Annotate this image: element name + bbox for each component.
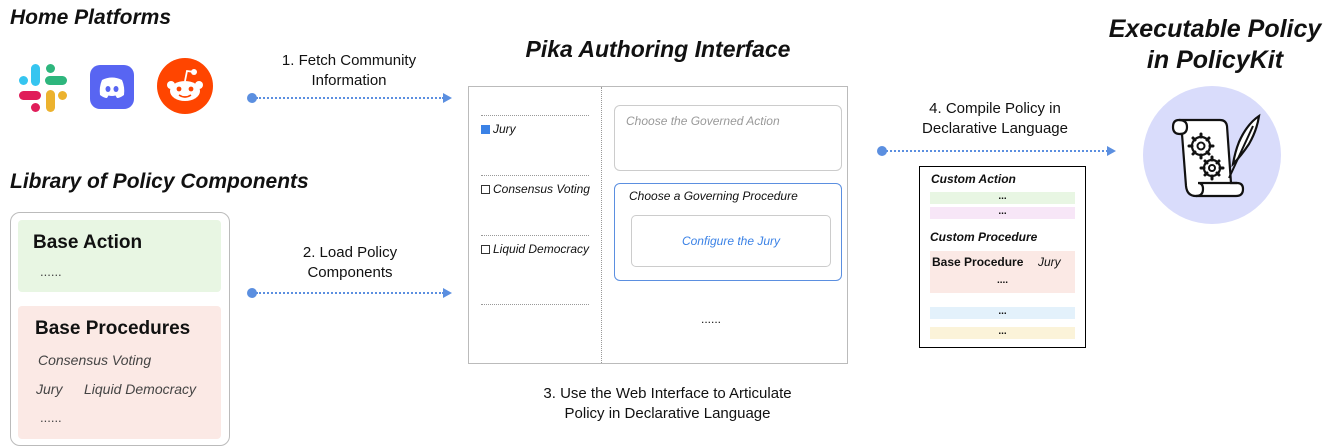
base-action-title: Base Action <box>33 232 143 253</box>
option-separator <box>481 175 589 176</box>
output-title-line1: Executable Policy <box>1108 15 1322 43</box>
step1-label: 1. Fetch Community Information <box>268 51 430 91</box>
option-consensus-label[interactable]: Consensus Voting <box>493 182 590 196</box>
step3-line1: 3. Use the Web Interface to Articulate <box>543 385 792 402</box>
step3-label: 3. Use the Web Interface to Articulate P… <box>500 384 835 424</box>
interface-divider <box>601 87 602 363</box>
action-line: ... <box>930 207 1075 219</box>
step2-line2: Components <box>307 264 393 281</box>
step4-arrow <box>886 150 1108 152</box>
option-liquid-label[interactable]: Liquid Democracy <box>493 242 590 256</box>
extra-line: ... <box>930 307 1075 319</box>
option-consensus-checkbox[interactable] <box>481 185 490 194</box>
base-procedure-block: Base Procedure Jury .... <box>930 251 1075 293</box>
step4-line2: Declarative Language <box>922 120 1068 137</box>
step4-arrow-start <box>877 146 887 156</box>
action-line: ... <box>930 192 1075 204</box>
procedure-liquid-democracy: Liquid Democracy <box>84 381 197 397</box>
base-procedure-label: Base Procedure <box>932 255 1024 269</box>
procedures-more: ...... <box>40 410 62 425</box>
interface-title: Pika Authoring Interface <box>525 36 791 62</box>
procedure-consensus-voting: Consensus Voting <box>38 352 152 368</box>
scroll-gear-quill-icon <box>1171 113 1261 198</box>
output-title: Executable Policy in PolicyKit <box>1105 14 1325 76</box>
governed-action-field[interactable]: Choose the Governed Action <box>614 105 842 171</box>
custom-procedure-title: Custom Procedure <box>930 230 1038 244</box>
authoring-interface: Jury Consensus Voting Liquid Democracy C… <box>468 86 848 364</box>
governing-procedure-title: Choose a Governing Procedure <box>629 189 798 203</box>
base-action-card: Base Action ...... <box>18 220 221 292</box>
interface-more: ...... <box>701 312 722 326</box>
step2-arrow-start <box>247 288 257 298</box>
option-separator <box>481 304 589 305</box>
step1-arrow <box>256 97 444 99</box>
step1-line2: Information <box>311 72 387 89</box>
option-separator <box>481 235 589 236</box>
step1-arrowhead <box>443 93 452 103</box>
base-procedures-card: Base Procedures Consensus Voting Jury Li… <box>18 306 221 439</box>
step2-arrow <box>256 292 444 294</box>
reddit-icon <box>157 58 213 114</box>
custom-action-title: Custom Action <box>931 172 1016 186</box>
option-separator <box>481 115 589 116</box>
step1-line1: 1. Fetch Community <box>281 52 417 69</box>
step2-label: 2. Load Policy Components <box>290 243 410 283</box>
procedure-jury: Jury <box>36 381 63 397</box>
base-procedures-title: Base Procedures <box>35 318 191 339</box>
slack-icon <box>17 62 69 114</box>
home-platforms-title: Home Platforms <box>10 6 172 29</box>
step4-label: 4. Compile Policy in Declarative Languag… <box>905 99 1085 139</box>
step4-arrowhead <box>1107 146 1116 156</box>
compiled-policy-document: Custom Action ... ... Custom Procedure B… <box>919 166 1086 348</box>
configure-jury-button[interactable]: Configure the Jury <box>631 215 831 267</box>
step2-arrowhead <box>443 288 452 298</box>
library-box: Base Action ...... Base Procedures Conse… <box>10 212 230 446</box>
step3-line2: Policy in Declarative Language <box>564 405 771 422</box>
procedure-line: .... <box>996 275 1009 286</box>
library-title: Library of Policy Components <box>10 170 309 193</box>
step4-line1: 4. Compile Policy in <box>929 100 1061 117</box>
discord-icon <box>90 65 134 109</box>
step2-line1: 2. Load Policy <box>302 244 398 261</box>
option-jury-checkbox[interactable] <box>481 125 490 134</box>
governing-procedure-panel: Choose a Governing Procedure Configure t… <box>614 183 842 281</box>
step1-arrow-start <box>247 93 257 103</box>
configure-jury-label: Configure the Jury <box>681 234 781 248</box>
governed-action-placeholder: Choose the Governed Action <box>626 114 780 128</box>
option-jury-label[interactable]: Jury <box>493 122 516 136</box>
output-title-line2: in PolicyKit <box>1146 46 1284 74</box>
base-procedure-value: Jury <box>1038 255 1061 269</box>
extra-line: ... <box>930 327 1075 339</box>
policykit-circle <box>1143 86 1281 224</box>
base-action-body: ...... <box>40 264 62 279</box>
option-liquid-checkbox[interactable] <box>481 245 490 254</box>
